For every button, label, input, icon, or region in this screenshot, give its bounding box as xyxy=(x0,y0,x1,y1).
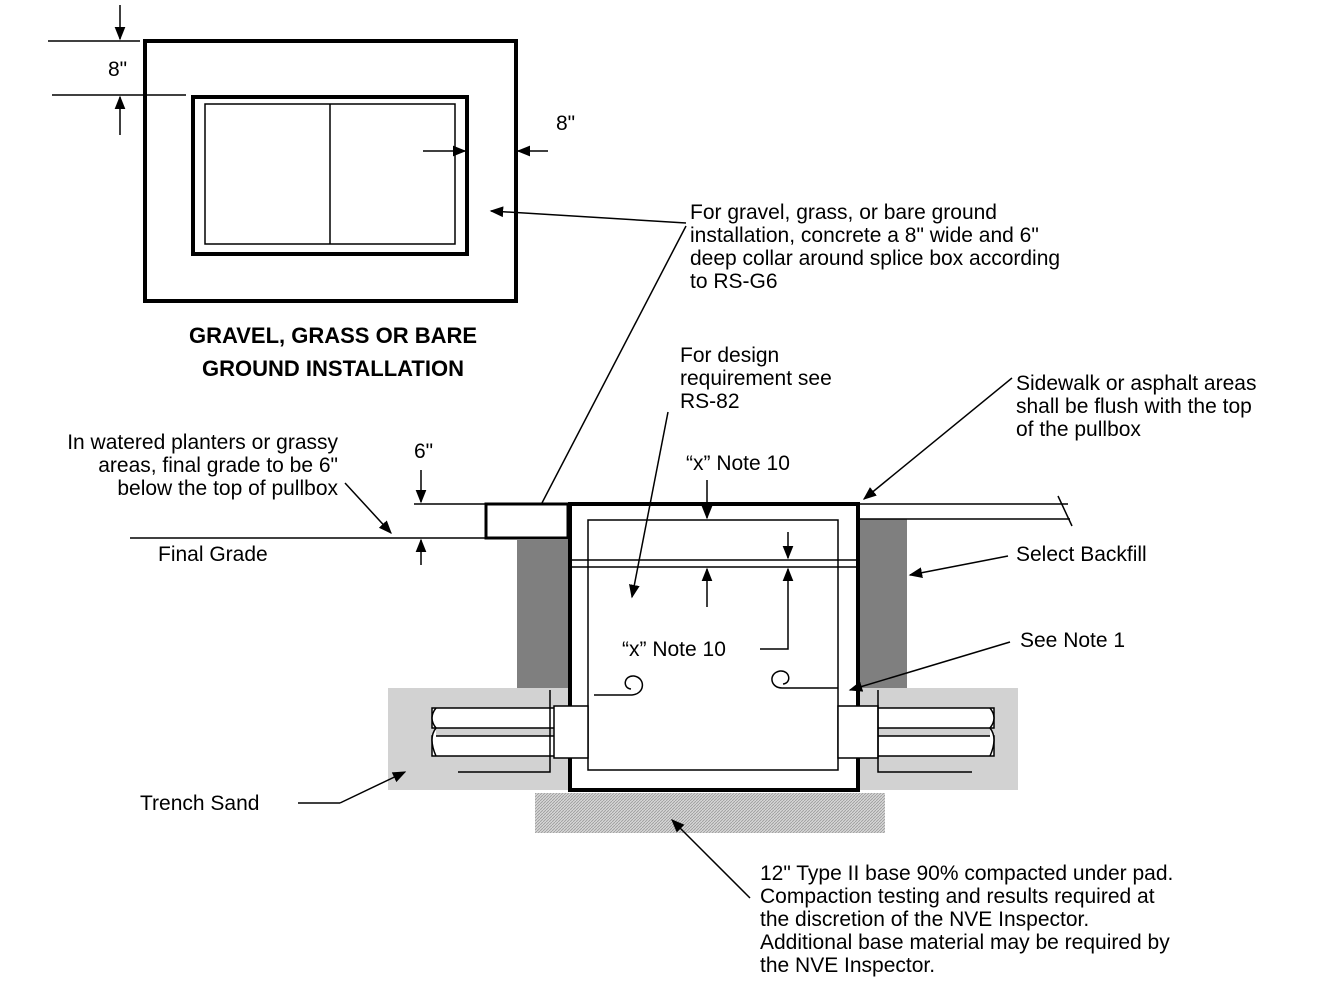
sidewalk-note-line3: of the pullbox xyxy=(1016,418,1141,441)
see-note-1-leader xyxy=(848,641,1011,692)
see-note-1-label: See Note 1 xyxy=(1020,629,1125,652)
concrete-collar xyxy=(484,502,570,540)
base-note-line5: the NVE Inspector. xyxy=(760,954,935,977)
pullbox-white xyxy=(570,504,858,788)
wire-coil-left xyxy=(594,675,644,696)
sidewalk-leader xyxy=(862,377,1013,500)
conduit-left xyxy=(431,705,589,759)
coupler-left xyxy=(553,705,589,759)
wire-coil-right xyxy=(771,670,838,689)
top-view-title-line2: GROUND INSTALLATION xyxy=(202,356,464,381)
base-leader xyxy=(671,819,751,899)
backfill-right xyxy=(857,519,907,688)
collar-outline xyxy=(143,39,518,303)
planters-note-line3: below the top of pullbox xyxy=(117,477,338,500)
conduit-right-break xyxy=(989,707,995,757)
conduit-left-break xyxy=(431,707,437,757)
dim-label-top: 8" xyxy=(108,58,127,81)
collar-note: For gravel, grass, or bare ground instal… xyxy=(489,201,1060,528)
top-view-title-line1: GRAVEL, GRASS OR BARE xyxy=(189,323,477,348)
dim-label-right: 8" xyxy=(556,112,575,135)
type-ii-base xyxy=(535,793,885,833)
design-note-line1: For design xyxy=(680,344,779,367)
collar-note-line4: to RS-G6 xyxy=(690,270,778,293)
sidewalk-note-line1: Sidewalk or asphalt areas xyxy=(1016,372,1256,395)
section-labels: For design requirement see RS-82 Sidewal… xyxy=(67,344,1256,977)
select-backfill-label: Select Backfill xyxy=(1016,543,1147,566)
sidewalk-note-line2: shall be flush with the top xyxy=(1016,395,1252,418)
x-note-top: “x” Note 10 xyxy=(686,452,790,475)
base-note-line2: Compaction testing and results required … xyxy=(760,885,1155,908)
collar-leader-section xyxy=(529,225,687,528)
collar-note-line3: deep collar around splice box according xyxy=(690,247,1060,270)
design-note-line3: RS-82 xyxy=(680,390,740,413)
trench-sand-label: Trench Sand xyxy=(140,792,259,815)
planters-leader xyxy=(344,482,392,534)
collar-leader-top xyxy=(489,206,687,224)
top-view: 8" 8" GRAVEL, GRASS OR BARE GROUND INSTA… xyxy=(48,5,575,381)
select-backfill-leader xyxy=(908,555,1009,578)
x-note-mid: “x” Note 10 xyxy=(622,638,726,661)
design-note-leader xyxy=(629,411,669,599)
x-note-mid-leader xyxy=(760,567,794,650)
ground-wire-right xyxy=(877,690,972,773)
backfill-left xyxy=(517,540,569,688)
collar-note-line1: For gravel, grass, or bare ground xyxy=(690,201,997,224)
collar-note-line2: installation, concrete a 8" wide and 6" xyxy=(690,224,1039,247)
conduit-right xyxy=(837,705,995,759)
planters-note-line2: areas, final grade to be 6" xyxy=(98,454,338,477)
base-note-line1: 12" Type II base 90% compacted under pad… xyxy=(760,862,1173,885)
sidewalk-break xyxy=(1057,495,1073,527)
base-note-line4: Additional base material may be required… xyxy=(760,931,1170,954)
final-grade-label: Final Grade xyxy=(158,543,268,566)
pullbox-inner-wall xyxy=(587,519,839,771)
base-note-line3: the discretion of the NVE Inspector. xyxy=(760,908,1089,931)
planters-note-line1: In watered planters or grassy xyxy=(67,431,338,454)
ground-wire-left xyxy=(458,690,551,773)
design-note-line2: requirement see xyxy=(680,367,832,390)
section-view xyxy=(130,470,1073,833)
trench-sand-arrow xyxy=(339,771,407,804)
coupler-right xyxy=(837,705,879,759)
dim-label-6: 6" xyxy=(414,440,433,463)
splice-box-outer xyxy=(191,95,469,256)
